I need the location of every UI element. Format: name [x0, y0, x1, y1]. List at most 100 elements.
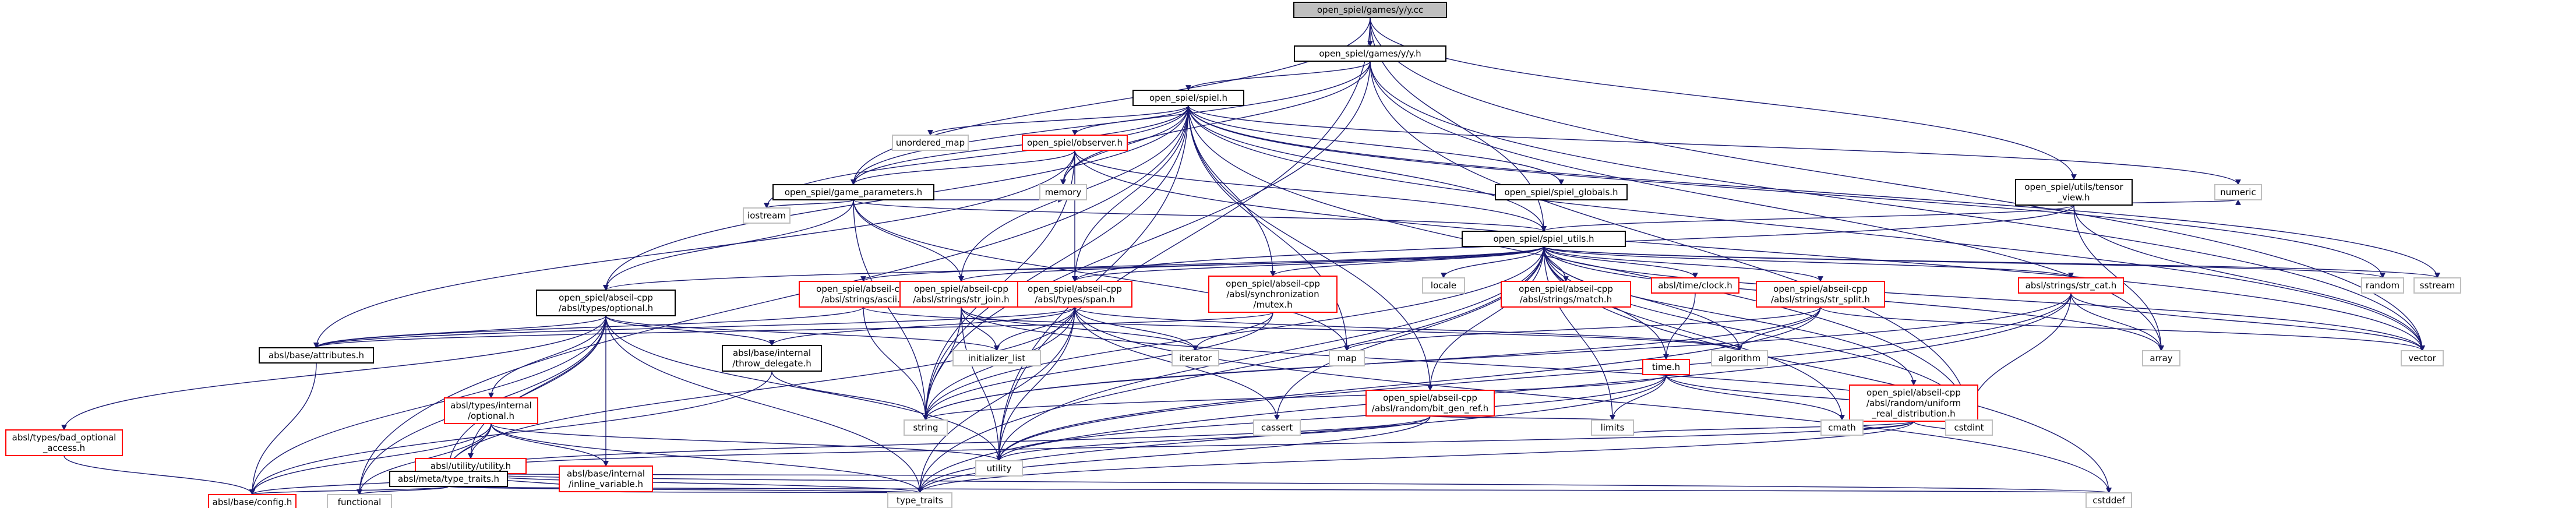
node-random[interactable]: random	[2361, 277, 2404, 294]
edge-spiel_utils-to-str_join	[958, 246, 1544, 282]
edge-optional-to-config	[249, 315, 606, 495]
edge-optional-to-throw_delegate	[605, 315, 775, 346]
node-utility[interactable]: utility	[975, 460, 1023, 477]
node-str_join[interactable]: open_spiel/abseil-cpp/absl/strings/str_j…	[899, 281, 1023, 308]
node-spiel_globals[interactable]: open_spiel/spiel_globals.h	[1495, 184, 1628, 200]
node-algorithm[interactable]: algorithm	[1711, 350, 1768, 366]
edge-spiel_utils-to-bit_gen_ref	[1427, 246, 1544, 391]
node-type_traits_h[interactable]: absl/meta/type_traits.h	[389, 471, 508, 487]
node-numeric[interactable]: numeric	[2214, 184, 2262, 200]
node-attributes[interactable]: absl/base/attributes.h	[259, 347, 374, 364]
node-string[interactable]: string	[904, 419, 948, 436]
node-label-iterator-0: iterator	[1179, 353, 1212, 364]
node-str_cat[interactable]: absl/strings/str_cat.h	[2018, 277, 2124, 294]
edge-observer-to-attributes	[313, 150, 1075, 348]
edge-str_cat-to-vector	[2070, 292, 2425, 351]
edge-mutex-to-string	[923, 312, 1273, 421]
node-label-cmath-0: cmath	[1828, 422, 1855, 433]
node-cmath[interactable]: cmath	[1820, 419, 1864, 436]
edge-spiel_h-to-numeric	[1188, 105, 2241, 185]
node-box-initializer_list	[952, 350, 1041, 366]
node-label-tensor_view-0: open_spiel/utils/tensor	[2024, 182, 2123, 193]
edge-spiel_h-to-observer	[1072, 105, 1189, 136]
node-inline_variable[interactable]: absl/base/internal/inline_variable.h	[559, 465, 653, 492]
node-box-map	[1329, 350, 1365, 366]
edge-internal_optional-to-inline_variable	[491, 423, 609, 467]
node-bit_gen_ref[interactable]: open_spiel/abseil-cpp/absl/random/bit_ge…	[1365, 390, 1495, 417]
node-cstdint[interactable]: cstdint	[1945, 419, 1993, 436]
node-config[interactable]: absl/base/config.h	[208, 494, 297, 508]
node-optional[interactable]: open_spiel/abseil-cpp/absl/types/optiona…	[536, 290, 676, 316]
node-limits[interactable]: limits	[1591, 419, 1634, 436]
node-tensor_view[interactable]: open_spiel/utils/tensor_view.h	[2015, 179, 2133, 206]
node-game_params[interactable]: open_spiel/game_parameters.h	[772, 184, 934, 200]
node-array[interactable]: array	[2142, 350, 2180, 366]
node-internal_optional[interactable]: absl/types/internal/optional.h	[444, 397, 538, 424]
edge-time_h-to-string	[923, 374, 1667, 421]
edge-span-to-algorithm	[1074, 306, 1742, 351]
edge-bad_optional-to-config	[63, 455, 255, 495]
node-throw_delegate[interactable]: absl/base/internal/throw_delegate.h	[722, 345, 822, 372]
edge-bit_gen_ref-to-limits	[1430, 414, 1615, 421]
edge-y_h-to-vector	[1370, 61, 2425, 351]
node-time_h[interactable]: time.h	[1642, 359, 1690, 375]
node-spiel_utils[interactable]: open_spiel/spiel_utils.h	[1462, 231, 1626, 247]
edge-span-to-attributes	[313, 306, 1075, 348]
node-vector[interactable]: vector	[2401, 350, 2444, 366]
node-box-tensor_view	[2015, 179, 2133, 206]
node-observer[interactable]: open_spiel/observer.h	[1022, 135, 1128, 151]
edge-type_traits_h-to-type_traits	[448, 486, 922, 493]
node-span[interactable]: open_spiel/abseil-cpp/absl/types/span.h	[1017, 281, 1132, 308]
node-initializer_list[interactable]: initializer_list	[952, 350, 1041, 366]
node-str_split[interactable]: open_spiel/abseil-cpp/absl/strings/str_s…	[1756, 281, 1885, 308]
node-label-cassert-0: cassert	[1261, 422, 1293, 433]
node-label-cstdint-0: cstdint	[1954, 422, 1984, 433]
edge-game_params-to-optional	[603, 199, 854, 291]
node-label-uniform_real-1: /absl/random/uniform	[1866, 398, 1961, 408]
node-box-throw_delegate	[722, 345, 822, 372]
node-unordered_map[interactable]: unordered_map	[892, 135, 969, 151]
node-locale[interactable]: locale	[1422, 277, 1465, 294]
node-label-span-1: /absl/types/span.h	[1035, 294, 1115, 305]
node-box-bit_gen_ref	[1365, 390, 1495, 417]
edge-spiel_utils-to-ascii	[860, 246, 1544, 282]
node-box-game_params	[772, 184, 934, 200]
node-box-array	[2142, 350, 2180, 366]
node-cstddef[interactable]: cstddef	[2085, 492, 2132, 508]
edge-type_traits_h-to-config	[249, 486, 449, 495]
node-label-spiel_globals-0: open_spiel/spiel_globals.h	[1504, 187, 1618, 198]
node-functional[interactable]: functional	[327, 494, 392, 508]
edge-span-to-utility	[996, 306, 1075, 461]
node-label-ascii-1: /absl/strings/ascii.h	[821, 294, 906, 305]
node-bad_optional[interactable]: absl/types/bad_optional_access.h	[5, 429, 123, 456]
node-clock[interactable]: absl/time/clock.h	[1651, 277, 1739, 294]
node-uniform_real[interactable]: open_spiel/abseil-cpp/absl/random/unifor…	[1849, 384, 1978, 422]
node-box-mutex	[1208, 276, 1338, 313]
edge-tensor_view-to-vector	[2073, 204, 2425, 351]
node-label-sstream-0: sstream	[2420, 280, 2455, 291]
node-box-type_traits_h	[389, 471, 508, 487]
node-label-mutex-2: /mutex.h	[1253, 299, 1292, 310]
node-sstream[interactable]: sstream	[2413, 277, 2461, 294]
edge-span-to-throw_delegate	[769, 306, 1075, 346]
node-label-internal_optional-1: /optional.h	[468, 411, 514, 421]
edge-optional-to-attributes	[313, 315, 606, 348]
node-spiel_h[interactable]: open_spiel/spiel.h	[1132, 90, 1244, 106]
node-map[interactable]: map	[1329, 350, 1365, 366]
node-label-throw_delegate-0: absl/base/internal	[733, 348, 811, 358]
edge-optional-to-bad_optional	[61, 315, 606, 431]
edge-spiel_utils-to-clock	[1543, 246, 1698, 278]
node-iterator[interactable]: iterator	[1171, 350, 1219, 366]
node-mutex[interactable]: open_spiel/abseil-cpp/absl/synchronizati…	[1208, 276, 1338, 313]
node-match[interactable]: open_spiel/abseil-cpp/absl/strings/match…	[1501, 281, 1631, 308]
node-memory[interactable]: memory	[1039, 184, 1087, 200]
node-iostream[interactable]: iostream	[743, 207, 791, 224]
node-label-root-0: open_spiel/games/y/y.cc	[1317, 5, 1423, 16]
edge-root-to-game_params	[851, 17, 1371, 185]
edge-spiel_utils-to-span	[1072, 246, 1544, 282]
node-type_traits[interactable]: type_traits	[887, 492, 952, 508]
node-cassert[interactable]: cassert	[1253, 419, 1301, 436]
node-box-iterator	[1171, 350, 1219, 366]
node-y_h[interactable]: open_spiel/games/y/y.h	[1294, 45, 1446, 62]
